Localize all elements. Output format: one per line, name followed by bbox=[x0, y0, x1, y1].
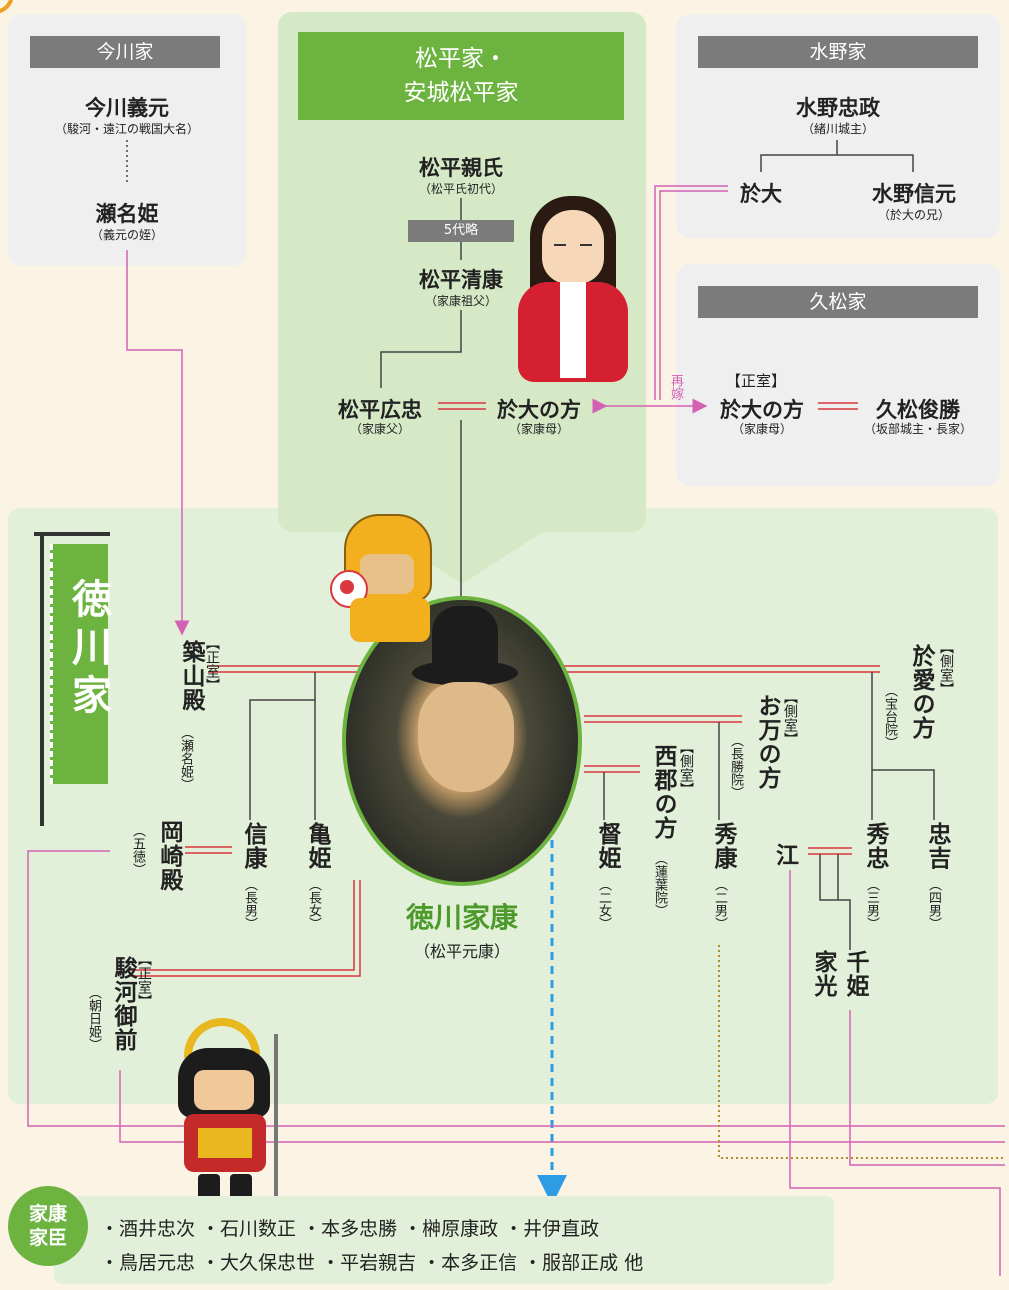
senhime-name: 千姫 bbox=[842, 950, 868, 998]
hisamatsu-odai: 於大の方 bbox=[720, 398, 804, 422]
imagawa-sena-note: （義元の姪） bbox=[90, 228, 163, 242]
retainers-badge-line2: 家臣 bbox=[28, 1227, 67, 1249]
mizuno-nobumoto: 水野信元 bbox=[872, 182, 956, 206]
imagawa-yoshimoto-note: （駿河・遠江の戦国大名） bbox=[54, 122, 199, 136]
tadayoshi-note: （四男） bbox=[926, 878, 941, 930]
yellow-samurai-mascot bbox=[330, 514, 440, 644]
matsudaira-kiyoyasu: 松平清康 bbox=[419, 268, 503, 292]
suruga-role: 【正室】 bbox=[136, 952, 152, 1008]
matsudaira-hirotada-note: （家康父） bbox=[349, 422, 410, 436]
okazaki-name: 岡崎殿 bbox=[156, 820, 182, 892]
hidetada-note: （三男） bbox=[864, 878, 879, 930]
kamehime-note: （長女） bbox=[306, 878, 321, 930]
tokugawa-banner: 徳川家 bbox=[50, 544, 111, 784]
red-samurai-mascot bbox=[164, 1018, 292, 1206]
oman-note: （長勝院） bbox=[728, 734, 743, 799]
iemitsu-name: 家光 bbox=[810, 950, 836, 998]
oman-name: お万の方 bbox=[754, 694, 780, 790]
hidetada-name: 秀忠 bbox=[862, 822, 888, 870]
saigo-name: 西郡の方 bbox=[650, 744, 676, 840]
hisamatsu-toshikatsu-note: （坂部城主・長家） bbox=[863, 422, 972, 436]
mizuno-tadamasa-note: （緒川城主） bbox=[801, 122, 874, 136]
tokuhime-name: 督姫 bbox=[594, 822, 620, 870]
mizuno-tadamasa: 水野忠政 bbox=[796, 96, 880, 120]
saigo-role: 【側室】 bbox=[678, 740, 694, 796]
tsukiyama-name: 築山殿 bbox=[178, 640, 204, 712]
matsudaira-chikauji-note: （松平氏初代） bbox=[418, 182, 503, 196]
suruga-note: （朝日姫） bbox=[86, 986, 101, 1051]
go-name: 江 bbox=[776, 843, 799, 869]
ieyasu-portrait bbox=[342, 596, 582, 886]
ieyasu-name: 徳川家康 bbox=[405, 901, 518, 934]
matsudaira-header: 松平家・ 安城松平家 bbox=[298, 32, 624, 120]
hisamatsu-seishitsu: 【正室】 bbox=[725, 372, 786, 390]
hisamatsu-toshikatsu: 久松俊勝 bbox=[876, 398, 960, 422]
matsudaira-chikauji: 松平親氏 bbox=[419, 156, 503, 180]
tsukiyama-note: （瀬名姫） bbox=[178, 726, 193, 791]
hisamatsu-odai-note: （家康母） bbox=[731, 422, 792, 436]
mizuno-header: 水野家 bbox=[698, 36, 978, 68]
hisamatsu-header: 久松家 bbox=[698, 286, 978, 318]
kamehime-name: 亀姫 bbox=[304, 822, 330, 870]
oman-role: 【側室】 bbox=[782, 690, 798, 746]
banner-pole bbox=[40, 532, 44, 826]
tokugawa-banner-text: 徳川家 bbox=[65, 578, 111, 722]
retainers-line2: ・鳥居元忠 ・大久保忠世 ・平岩親吉 ・本多正信 ・服部正成 他 bbox=[100, 1252, 644, 1274]
nobuyasu-note: （長男） bbox=[242, 878, 257, 930]
oai-note: （宝台院） bbox=[882, 684, 897, 749]
matsudaira-kiyoyasu-note: （家康祖父） bbox=[424, 294, 497, 308]
imagawa-yoshimoto: 今川義元 bbox=[85, 96, 169, 120]
tsukiyama-role: 【正室】 bbox=[204, 636, 220, 692]
matsudaira-odai-note: （家康母） bbox=[508, 422, 569, 436]
hideyasu-name: 秀康 bbox=[710, 822, 736, 870]
tokuhime-note: （二女） bbox=[596, 878, 611, 930]
mizuno-nobumoto-note: （於大の兄） bbox=[877, 208, 950, 222]
tadayoshi-name: 忠吉 bbox=[924, 822, 950, 870]
okazaki-note: （五徳） bbox=[130, 824, 145, 876]
matsudaira-hirotada: 松平広忠 bbox=[338, 398, 422, 422]
hideyasu-note: （二男） bbox=[712, 878, 727, 930]
matsudaira-header-line2: 安城松平家 bbox=[403, 80, 519, 106]
matsudaira-odai: 於大の方 bbox=[497, 398, 581, 422]
matsudaira-header-line1: 松平家・ bbox=[415, 46, 507, 72]
banner-bar bbox=[34, 532, 110, 536]
retainers-badge: 家康 家臣 bbox=[8, 1186, 88, 1266]
imagawa-header: 今川家 bbox=[30, 36, 220, 68]
suruga-name: 駿河御前 bbox=[110, 956, 136, 1052]
matsudaira-gap-badge: 5代略 bbox=[408, 220, 514, 242]
retainers-badge-line1: 家康 bbox=[28, 1203, 67, 1225]
ieyasu-note: （松平元康） bbox=[413, 942, 510, 961]
imagawa-sena: 瀬名姫 bbox=[95, 202, 159, 226]
retainers-line1: ・酒井忠次 ・石川数正 ・本多忠勝 ・榊原康政 ・井伊直政 bbox=[100, 1218, 600, 1240]
odai-illustration bbox=[518, 196, 628, 386]
hisamatsu-remarry-label: 再嫁 bbox=[668, 374, 683, 400]
mizuno-odai: 於大 bbox=[740, 182, 782, 206]
nobuyasu-name: 信康 bbox=[240, 822, 266, 870]
oai-role: 【側室】 bbox=[938, 640, 954, 696]
retainers-box bbox=[54, 1196, 834, 1284]
saigo-note: （蓮葉院） bbox=[652, 852, 667, 917]
oai-name: 於愛の方 bbox=[908, 644, 934, 740]
